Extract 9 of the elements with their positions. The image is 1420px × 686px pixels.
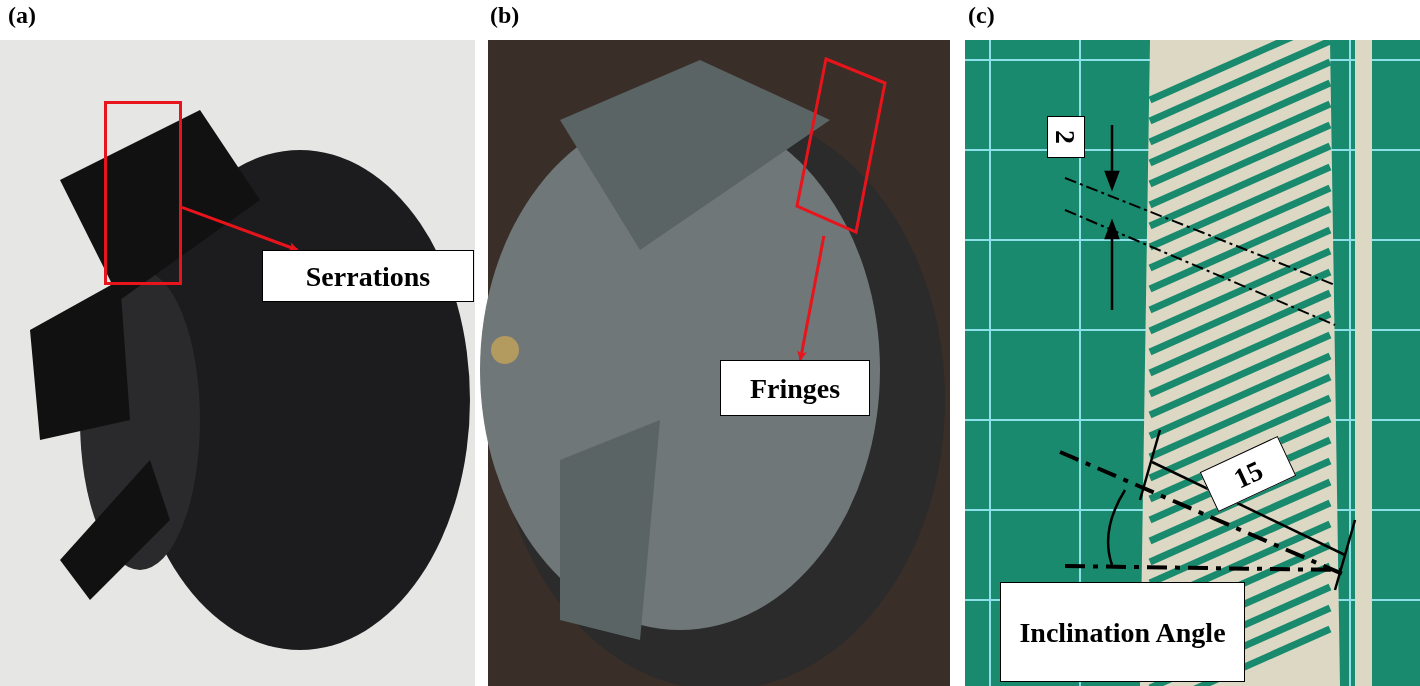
panel-label: (b) [490, 2, 520, 29]
callout-label: Inclination Angle [1000, 582, 1245, 682]
callout-label: Fringes [720, 360, 870, 416]
arrow [181, 206, 299, 252]
callout-label: Serrations [262, 250, 474, 302]
arrow [797, 235, 826, 361]
panel-label: (a) [8, 2, 36, 29]
panel-label: (c) [968, 2, 995, 29]
dimension-label: 2 [1047, 116, 1085, 158]
